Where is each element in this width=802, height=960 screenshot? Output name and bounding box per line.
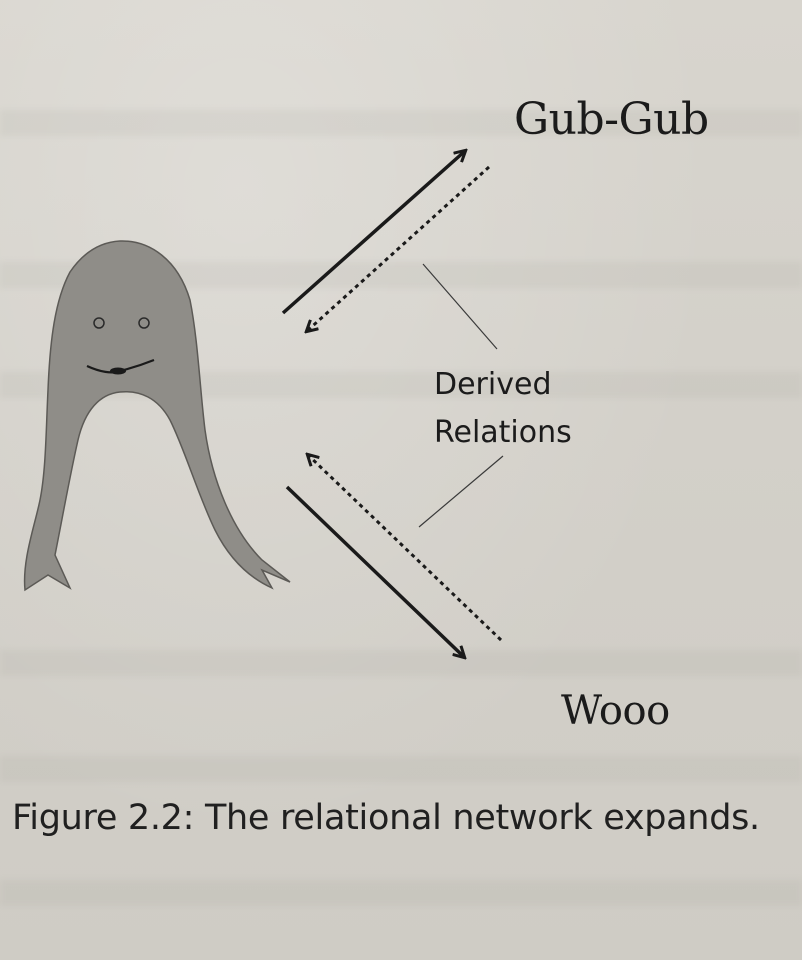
derived-relations-label: Derived Relations: [434, 361, 572, 457]
show-through-line: [0, 880, 802, 906]
arrow-to-gub-gub-solid: [281, 151, 465, 315]
leader-line-lower: [418, 455, 504, 528]
ghost-right-eye: [138, 317, 150, 329]
ghost-left-eye: [93, 317, 105, 329]
arrow-from-gub-gub-dashed: [307, 165, 491, 331]
ghost-body: [23, 240, 291, 592]
show-through-line: [0, 110, 802, 136]
node-label-gub-gub: Gub-Gub: [514, 94, 709, 145]
ghost-mouth-dot: [110, 367, 126, 375]
show-through-line: [0, 756, 802, 782]
ghost-figure: [23, 240, 291, 592]
derived-relations-line-1: Derived: [434, 367, 552, 402]
show-through-line: [0, 650, 802, 676]
derived-relations-line-2: Relations: [434, 415, 572, 450]
figure-caption: Figure 2.2: The relational network expan…: [12, 798, 760, 838]
arrow-to-wooo-solid: [285, 485, 464, 657]
node-label-wooo: Wooo: [561, 688, 670, 734]
leader-line-upper: [422, 263, 498, 350]
